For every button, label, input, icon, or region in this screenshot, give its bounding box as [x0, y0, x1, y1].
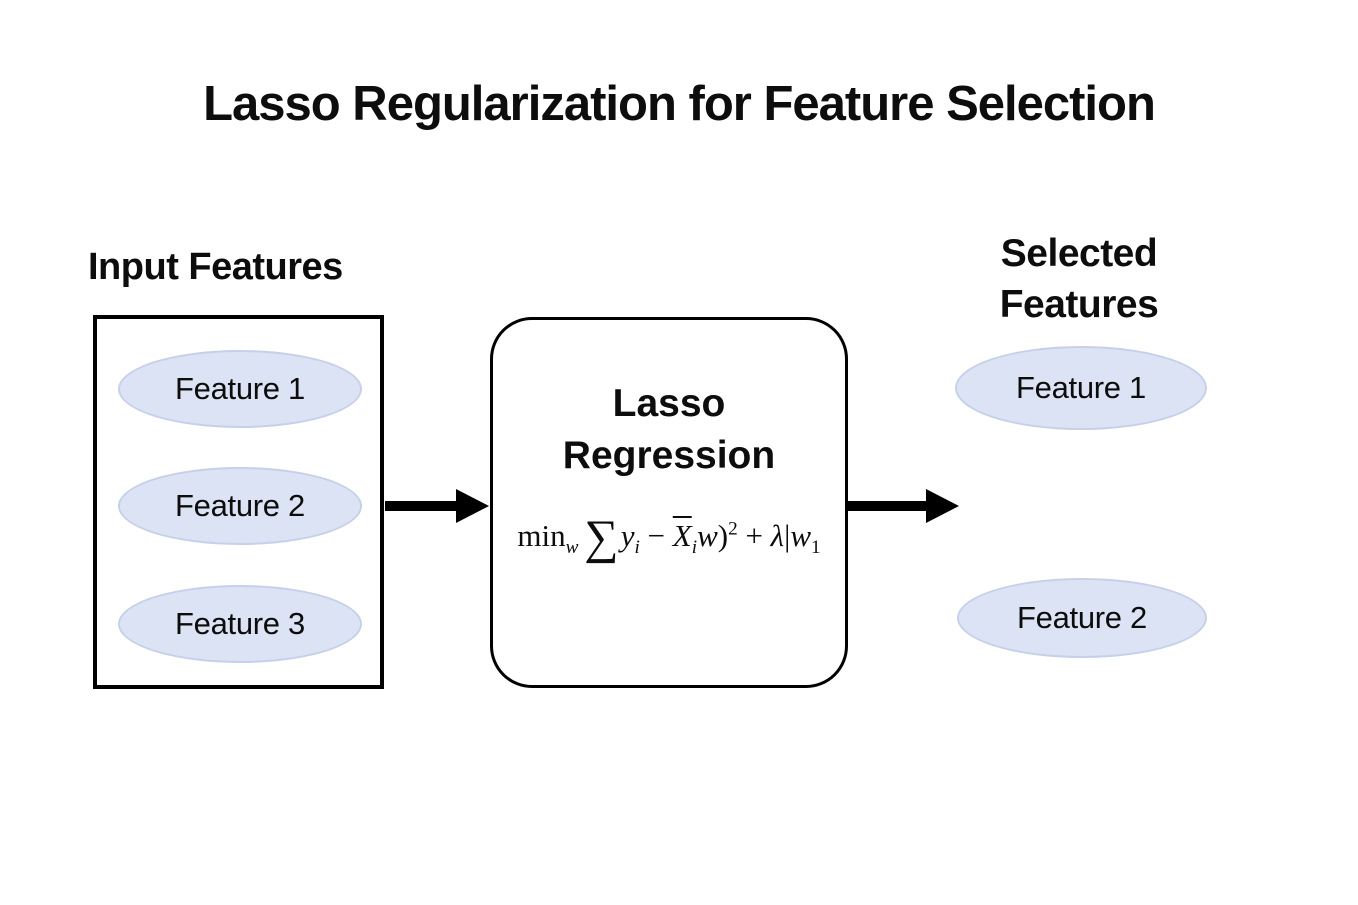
arrow-model-to-output: [847, 486, 959, 526]
input-features-label: Input Features: [88, 246, 343, 288]
formula-x-sub: i: [691, 537, 698, 559]
sum-icon: ∑: [584, 510, 619, 564]
lasso-regression-box: Lasso Regression minw∑yi − Xiw)2 + λ|w1: [490, 317, 848, 688]
lasso-regression-title-text: Lasso Regression: [562, 382, 776, 477]
formula-y-sub: i: [634, 537, 640, 559]
formula-xbar: X: [672, 518, 692, 553]
arrow-shaft: [385, 501, 459, 511]
arrow-head-icon: [456, 489, 489, 523]
formula-exponent: 2: [728, 518, 738, 540]
arrow-shaft: [847, 501, 929, 511]
formula-w: w: [697, 518, 718, 553]
selected-feature-1-label: Feature 1: [1016, 370, 1146, 405]
formula-paren: ): [717, 518, 729, 553]
lasso-formula: minw∑yi − Xiw)2 + λ|w1: [493, 513, 845, 561]
formula-w2-sub: 1: [811, 537, 821, 559]
arrow-input-to-model: [385, 486, 489, 526]
selected-feature-1-ellipse: Feature 1: [955, 346, 1207, 430]
formula-y: y: [620, 518, 635, 553]
formula-min-sub: w: [565, 537, 579, 559]
input-feature-1-label: Feature 1: [175, 371, 305, 406]
formula-minus: −: [639, 518, 673, 553]
formula-bar: |: [784, 518, 791, 553]
input-feature-3-label: Feature 3: [175, 606, 305, 641]
input-feature-1-ellipse: Feature 1: [118, 350, 362, 428]
input-feature-2-ellipse: Feature 2: [118, 467, 362, 545]
selected-feature-2-ellipse: Feature 2: [957, 578, 1207, 658]
diagram-title: Lasso Regularization for Feature Selecti…: [203, 77, 1156, 131]
selected-features-label: Selected Features: [999, 232, 1159, 327]
formula-w2: w: [790, 518, 812, 553]
lasso-regression-title: Lasso Regression: [493, 378, 845, 482]
formula-lambda: λ: [770, 518, 785, 553]
arrow-head-icon: [926, 489, 959, 523]
input-feature-2-label: Feature 2: [175, 488, 305, 523]
selected-feature-2-label: Feature 2: [1017, 600, 1147, 635]
input-feature-3-ellipse: Feature 3: [118, 585, 362, 663]
formula-min: min: [517, 518, 566, 553]
formula-plus: +: [737, 518, 771, 553]
